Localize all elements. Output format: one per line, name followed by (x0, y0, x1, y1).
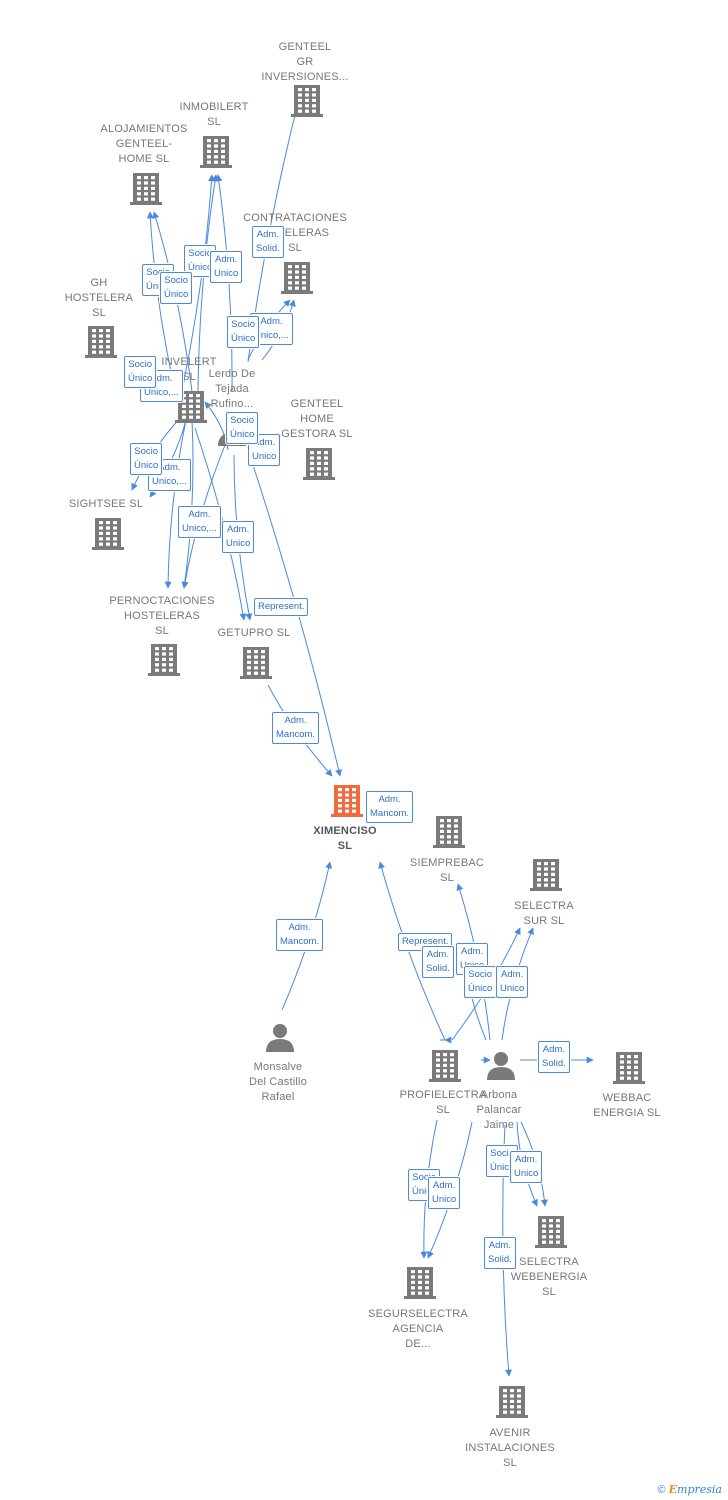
building-icon[interactable] (148, 644, 180, 676)
edge-role-tag[interactable]: Socio Único (160, 272, 193, 304)
edge-line (181, 419, 194, 589)
edge-line (197, 174, 219, 393)
edge-role-tag[interactable]: Adm. Solid. (484, 1237, 516, 1269)
building-icon[interactable] (200, 136, 232, 168)
person-label[interactable]: Lerdo De Tejada Rufino... (208, 368, 256, 410)
edge-role-tag[interactable]: Adm. Unico (496, 966, 529, 998)
edge-lines (131, 94, 594, 1377)
building-icon[interactable] (613, 1052, 645, 1084)
building-icon[interactable] (496, 1386, 528, 1418)
edge-role-tag[interactable]: Socio Único (464, 966, 497, 998)
company-label[interactable]: ALOJAMIENTOS GENTEEL- HOME SL (100, 123, 188, 165)
edge-role-tag[interactable]: Adm. Unico,... (178, 506, 221, 538)
edge-role-tag[interactable]: Adm. Unico (222, 521, 255, 553)
company-label[interactable]: SIEMPREBAC SL (409, 857, 485, 884)
building-icon[interactable] (281, 262, 313, 294)
edge-role-tag[interactable]: Adm. Solid. (422, 946, 454, 978)
building-icon[interactable] (433, 816, 465, 848)
company-label[interactable]: PERNOCTACIONES HOSTELERAS SL (109, 595, 215, 637)
building-icon[interactable] (85, 326, 117, 358)
person-label[interactable]: Monsalve Del Castillo Rafael (248, 1061, 308, 1103)
company-label[interactable]: GETUPRO SL (217, 627, 291, 639)
edge-line (378, 861, 446, 1041)
edge-role-tag[interactable]: Adm. Unico (210, 251, 243, 283)
edge-role-tag[interactable]: Represent. (254, 598, 309, 616)
edge-line (164, 419, 187, 589)
building-icon[interactable] (303, 448, 335, 480)
company-label[interactable]: GH HOSTELERA SL (64, 277, 134, 319)
edge-role-tag[interactable]: Adm. Solid. (252, 226, 284, 258)
edge-role-tag[interactable]: Socio Único (130, 443, 163, 475)
edge-role-tag[interactable]: Socio Único (226, 412, 259, 444)
company-label[interactable]: SELECTRA SUR SL (514, 900, 574, 927)
empresia-logo[interactable]: Empresia (668, 1483, 722, 1496)
edge-role-tag[interactable]: Adm. Mancom. (366, 791, 414, 823)
person-icon[interactable] (487, 1052, 515, 1080)
company-label[interactable]: INMOBILERT SL (179, 101, 249, 128)
edge-role-tag[interactable]: Adm. Mancom. (276, 919, 324, 951)
building-icon[interactable] (404, 1267, 436, 1299)
copyright-mark: © (657, 1484, 666, 1496)
company-label[interactable]: GENTEEL HOME GESTORA SL (281, 398, 353, 440)
edge-role-tag[interactable]: Adm. Mancom. (272, 712, 320, 744)
edge-role-tag[interactable]: Adm. Unico (428, 1177, 461, 1209)
edge-role-tag[interactable]: Socio Único (124, 356, 157, 388)
edge-line (215, 174, 233, 393)
person-icon[interactable] (266, 1024, 294, 1052)
edge-role-tag[interactable]: Adm. Solid. (538, 1041, 570, 1073)
company-label[interactable]: XIMENCISO SL (313, 825, 377, 852)
company-label[interactable]: SELECTRA WEBENERGIA SL (510, 1256, 588, 1298)
footer-brand: © Empresia (657, 1483, 722, 1496)
building-icon[interactable] (535, 1216, 567, 1248)
company-label[interactable]: AVENIR INSTALACIONES SL (465, 1427, 555, 1469)
building-icon[interactable] (291, 85, 323, 117)
center-company-icon[interactable] (331, 785, 363, 817)
edge-role-tag[interactable]: Adm. Unico (510, 1151, 543, 1183)
person-label[interactable]: Arbona Palancar Jaime (476, 1089, 522, 1131)
building-icon[interactable] (130, 173, 162, 205)
company-label[interactable]: SEGURSELECTRA AGENCIA DE... (368, 1308, 468, 1350)
edge-role-tag[interactable]: Socio Único (227, 316, 260, 348)
company-label[interactable]: INVELERT SL (161, 356, 217, 383)
building-icon[interactable] (92, 518, 124, 550)
building-icon[interactable] (530, 859, 562, 891)
edge-line (179, 174, 216, 401)
building-icon[interactable] (240, 647, 272, 679)
edge-role-tag[interactable]: Adm. Unico (248, 434, 281, 466)
company-label[interactable]: GENTEEL GR INVERSIONES... (261, 41, 349, 83)
company-label[interactable]: PROFIELECTRA SL (399, 1089, 487, 1116)
company-label[interactable]: WEBBAC ENERGIA SL (593, 1092, 661, 1119)
building-icon[interactable] (429, 1050, 461, 1082)
company-label[interactable]: SIGHTSEE SL (68, 498, 144, 510)
